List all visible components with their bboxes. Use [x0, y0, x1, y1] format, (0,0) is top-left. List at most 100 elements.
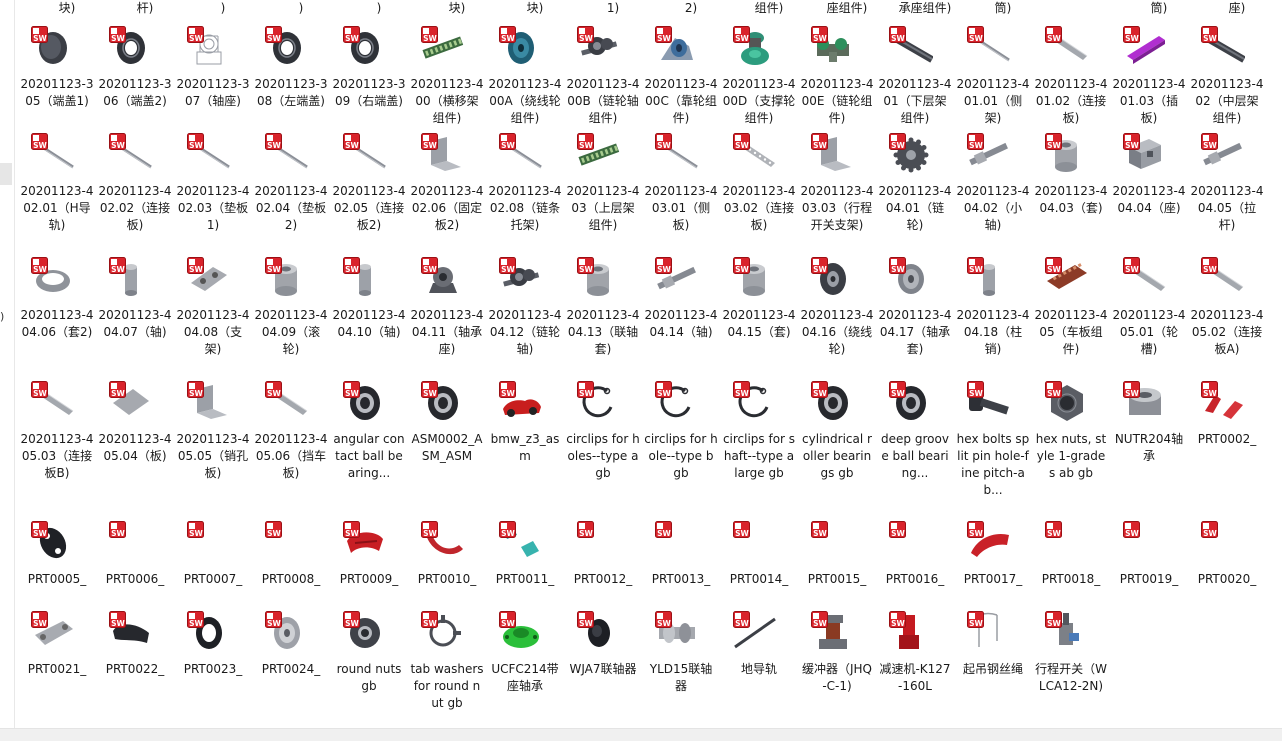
- file-item[interactable]: SW PRT0012_: [566, 519, 640, 588]
- file-item[interactable]: SW PRT0002_: [1190, 379, 1264, 448]
- file-item[interactable]: SW bmw_z3_asm: [488, 379, 562, 465]
- file-item[interactable]: SW ASM0002_ASM_ASM: [410, 379, 484, 465]
- file-item[interactable]: SW UCFC214带座轴承: [488, 609, 562, 695]
- file-item[interactable]: SW 20201123-405（车板组件): [1034, 255, 1108, 358]
- file-item[interactable]: SW PRT0020_: [1190, 519, 1264, 588]
- file-item[interactable]: SW 20201123-403.02（连接板): [722, 131, 796, 234]
- file-item[interactable]: SW 20201123-404.07（轴): [98, 255, 172, 341]
- file-item[interactable]: SW 20201123-404.03（套): [1034, 131, 1108, 217]
- file-item[interactable]: SW 20201123-404.09（滚轮): [254, 255, 328, 358]
- horizontal-scroll-area[interactable]: [0, 728, 1282, 741]
- file-item[interactable]: SW circlips for hole--type b gb: [644, 379, 718, 482]
- file-item[interactable]: SW PRT0022_: [98, 609, 172, 678]
- file-item[interactable]: SW 20201123-402.02（连接板): [98, 131, 172, 234]
- file-item[interactable]: SW PRT0006_: [98, 519, 172, 588]
- file-item[interactable]: SW circlips for shaft--type a large gb: [722, 379, 796, 482]
- file-item[interactable]: SW 20201123-404.02（小轴): [956, 131, 1030, 234]
- file-item[interactable]: SW 20201123-404.17（轴承套): [878, 255, 952, 358]
- file-item[interactable]: SW PRT0021_: [20, 609, 94, 678]
- file-item[interactable]: SW 20201123-405.01（轮槽): [1112, 255, 1186, 358]
- file-item[interactable]: SW 20201123-402.04（垫板2): [254, 131, 328, 234]
- file-item[interactable]: SW 20201123-404.10（轴): [332, 255, 406, 341]
- file-item[interactable]: SW PRT0013_: [644, 519, 718, 588]
- file-item[interactable]: SW 地导轨: [722, 609, 796, 678]
- file-item[interactable]: SW 20201123-405.05（销孔板): [176, 379, 250, 482]
- file-item[interactable]: SW 20201123-305（端盖1): [20, 24, 94, 110]
- file-item[interactable]: SW 20201123-404.18（柱销): [956, 255, 1030, 358]
- file-item[interactable]: SW PRT0018_: [1034, 519, 1108, 588]
- file-item[interactable]: SW 减速机-K127-160L: [878, 609, 952, 695]
- file-item[interactable]: SW angular contact ball bearing...: [332, 379, 406, 482]
- navigation-selected-item[interactable]: [0, 163, 12, 185]
- file-item[interactable]: SW 20201123-404.16（绕线轮): [800, 255, 874, 358]
- file-item[interactable]: SW PRT0011_: [488, 519, 562, 588]
- file-item[interactable]: SW 20201123-307（轴座): [176, 24, 250, 110]
- file-item[interactable]: SW 20201123-401.01（侧架): [956, 24, 1030, 127]
- file-item[interactable]: SW 20201123-400E（链轮组件): [800, 24, 874, 127]
- file-item[interactable]: SW PRT0005_: [20, 519, 94, 588]
- file-item[interactable]: SW YLD15联轴器: [644, 609, 718, 695]
- file-item[interactable]: SW 20201123-405.04（板): [98, 379, 172, 465]
- file-item[interactable]: SW tab washers for round nut gb: [410, 609, 484, 712]
- file-item[interactable]: SW 20201123-403（上层架组件): [566, 131, 640, 234]
- file-item[interactable]: SW 20201123-400C（靠轮组件): [644, 24, 718, 127]
- file-item[interactable]: SW 20201123-403.03（行程开关支架): [800, 131, 874, 234]
- file-item[interactable]: SW 20201123-404.14（轴): [644, 255, 718, 341]
- file-item[interactable]: SW 20201123-404.04（座): [1112, 131, 1186, 217]
- file-item[interactable]: SW 20201123-403.01（侧板): [644, 131, 718, 234]
- file-item[interactable]: SW PRT0015_: [800, 519, 874, 588]
- file-item[interactable]: SW 20201123-404.11（轴承座): [410, 255, 484, 358]
- file-item[interactable]: SW PRT0008_: [254, 519, 328, 588]
- sprocket-shaft-icon: SW: [497, 255, 553, 307]
- file-item[interactable]: SW 20201123-400A（绕线轮组件): [488, 24, 562, 127]
- file-item[interactable]: SW WJA7联轴器: [566, 609, 640, 678]
- file-item[interactable]: SW PRT0010_: [410, 519, 484, 588]
- file-item[interactable]: SW 20201123-404.06（套2): [20, 255, 94, 341]
- file-item[interactable]: SW PRT0009_: [332, 519, 406, 588]
- file-item[interactable]: SW 20201123-400D（支撑轮组件): [722, 24, 796, 127]
- file-item[interactable]: SW 20201123-402（中层架组件): [1190, 24, 1264, 127]
- file-item[interactable]: SW 20201123-404.01（链轮): [878, 131, 952, 234]
- file-item[interactable]: SW deep groove ball bearing...: [878, 379, 952, 482]
- file-item[interactable]: SW 20201123-306（端盖2): [98, 24, 172, 110]
- file-item[interactable]: SW 20201123-402.03（垫板1): [176, 131, 250, 234]
- file-item[interactable]: SW 20201123-404.13（联轴套): [566, 255, 640, 358]
- file-item[interactable]: SW PRT0007_: [176, 519, 250, 588]
- file-item[interactable]: SW 20201123-402.08（链条托架): [488, 131, 562, 234]
- file-item[interactable]: SW round nuts gb: [332, 609, 406, 695]
- file-item[interactable]: SW cylindrical roller bearings gb: [800, 379, 874, 482]
- file-item[interactable]: SW 20201123-401.02（连接板): [1034, 24, 1108, 127]
- file-item[interactable]: SW 起吊钢丝绳: [956, 609, 1030, 678]
- file-item[interactable]: SW hex bolts split pin hole-fine pitch-a…: [956, 379, 1030, 499]
- file-item[interactable]: SW PRT0017_: [956, 519, 1030, 588]
- file-item[interactable]: SW 20201123-404.15（套): [722, 255, 796, 341]
- file-item[interactable]: SW 20201123-404.08（支架): [176, 255, 250, 358]
- file-item[interactable]: SW 20201123-402.06（固定板2): [410, 131, 484, 234]
- file-name: 20201123-404.05（拉杆): [1190, 184, 1264, 232]
- file-item[interactable]: SW 20201123-404.12（链轮轴): [488, 255, 562, 358]
- file-item[interactable]: SW PRT0023_: [176, 609, 250, 678]
- file-item[interactable]: SW circlips for holes--type a gb: [566, 379, 640, 482]
- file-item[interactable]: SW 缓冲器（JHQ-C-1): [800, 609, 874, 695]
- file-item[interactable]: SW 行程开关（WLCA12-2N): [1034, 609, 1108, 695]
- bearing-seat-icon: SW: [419, 255, 475, 307]
- file-item[interactable]: SW hex nuts, style 1-grades ab gb: [1034, 379, 1108, 482]
- file-item[interactable]: SW 20201123-309（右端盖): [332, 24, 406, 110]
- file-item[interactable]: SW 20201123-308（左端盖): [254, 24, 328, 110]
- file-item[interactable]: SW 20201123-402.05（连接板2): [332, 131, 406, 234]
- file-item[interactable]: SW NUTR204轴承: [1112, 379, 1186, 465]
- file-name: bmw_z3_asm: [490, 432, 560, 463]
- file-item[interactable]: SW 20201123-405.06（挡车板): [254, 379, 328, 482]
- file-item[interactable]: SW 20201123-401（下层架组件): [878, 24, 952, 127]
- file-item[interactable]: SW 20201123-405.03（连接板B): [20, 379, 94, 482]
- file-item[interactable]: SW 20201123-402.01（H导轨): [20, 131, 94, 234]
- file-item[interactable]: SW PRT0014_: [722, 519, 796, 588]
- file-item[interactable]: SW 20201123-404.05（拉杆): [1190, 131, 1264, 234]
- file-item[interactable]: SW 20201123-405.02（连接板A): [1190, 255, 1264, 358]
- file-item[interactable]: SW PRT0024_: [254, 609, 328, 678]
- file-item[interactable]: SW PRT0019_: [1112, 519, 1186, 588]
- file-item[interactable]: SW 20201123-400（横移架组件): [410, 24, 484, 127]
- file-item[interactable]: SW 20201123-401.03（插板): [1112, 24, 1186, 127]
- file-item[interactable]: SW PRT0016_: [878, 519, 952, 588]
- file-item[interactable]: SW 20201123-400B（链轮轴组件): [566, 24, 640, 127]
